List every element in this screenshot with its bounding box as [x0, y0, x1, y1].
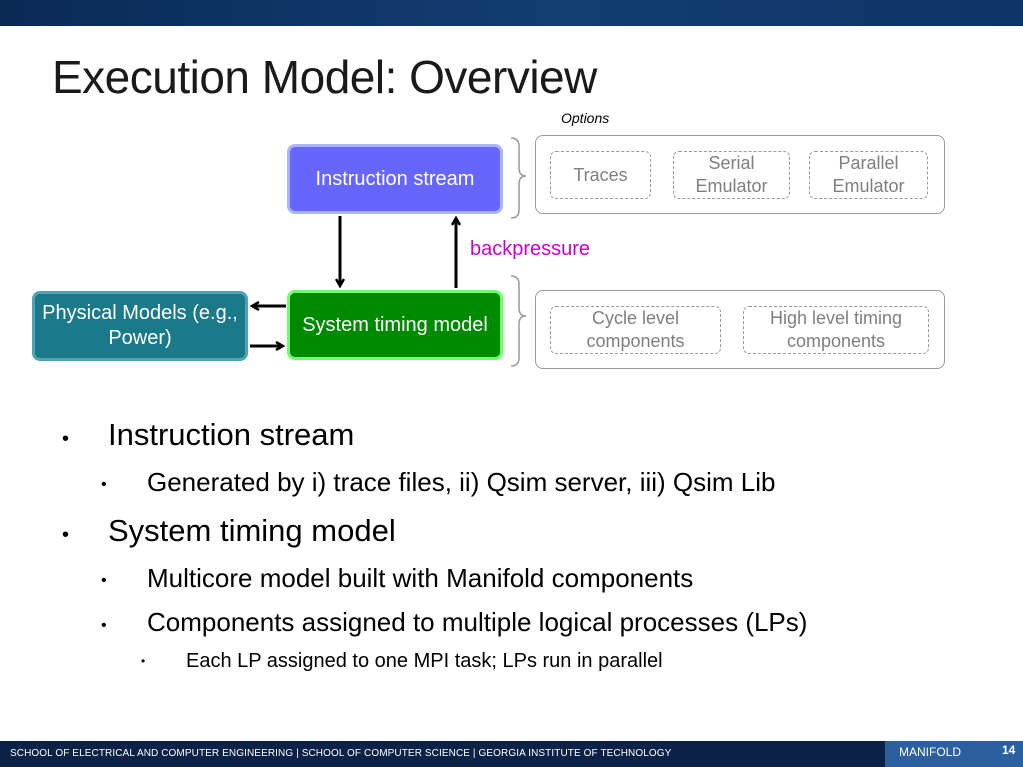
instruction-options-panel: [535, 135, 945, 214]
page-number: 14: [1002, 743, 1016, 757]
bullet-each-lp: Each LP assigned to one MPI task; LPs ru…: [186, 650, 663, 672]
option-high-level-timing-components: High level timing components: [743, 306, 929, 354]
system-timing-model-box: System timing model: [287, 290, 503, 360]
backpressure-label: backpressure: [470, 238, 591, 260]
brace-instruction-options: [510, 137, 527, 219]
physical-models-box: Physical Models (e.g., Power): [32, 291, 248, 361]
timing-options-panel: [535, 290, 945, 369]
option-parallel-emulator: Parallel Emulator: [809, 151, 928, 199]
bullet-dot: •: [62, 428, 70, 450]
bullet-system-timing-model: System timing model: [108, 513, 396, 548]
bullet-instruction-stream: Instruction stream: [108, 417, 355, 452]
brace-timing-options: [510, 275, 527, 367]
option-traces: Traces: [550, 151, 651, 199]
footer-bar: [0, 741, 1023, 767]
bullet-generated-by: Generated by i) trace files, ii) Qsim se…: [147, 467, 776, 497]
bullet-multicore-model: Multicore model built with Manifold comp…: [147, 563, 694, 593]
bullet-dot: •: [101, 572, 107, 589]
bullet-dot: •: [101, 476, 107, 493]
footer-brand: MANIFOLD: [899, 745, 962, 759]
option-cycle-level-components: Cycle level components: [550, 306, 721, 354]
slide-title: Execution Model: Overview: [52, 51, 597, 103]
option-serial-emulator: Serial Emulator: [673, 151, 790, 199]
footer-text: SCHOOL OF ELECTRICAL AND COMPUTER ENGINE…: [10, 748, 672, 759]
bullet-components-assigned: Components assigned to multiple logical …: [147, 607, 808, 637]
options-label: Options: [561, 110, 610, 126]
bullet-dot: •: [141, 654, 146, 668]
bullet-dot: •: [62, 524, 70, 546]
instruction-stream-box: Instruction stream: [287, 144, 503, 214]
footer-brand-tab: [885, 741, 1023, 767]
bullet-dot: •: [101, 617, 107, 634]
header-bar: [0, 0, 1023, 26]
